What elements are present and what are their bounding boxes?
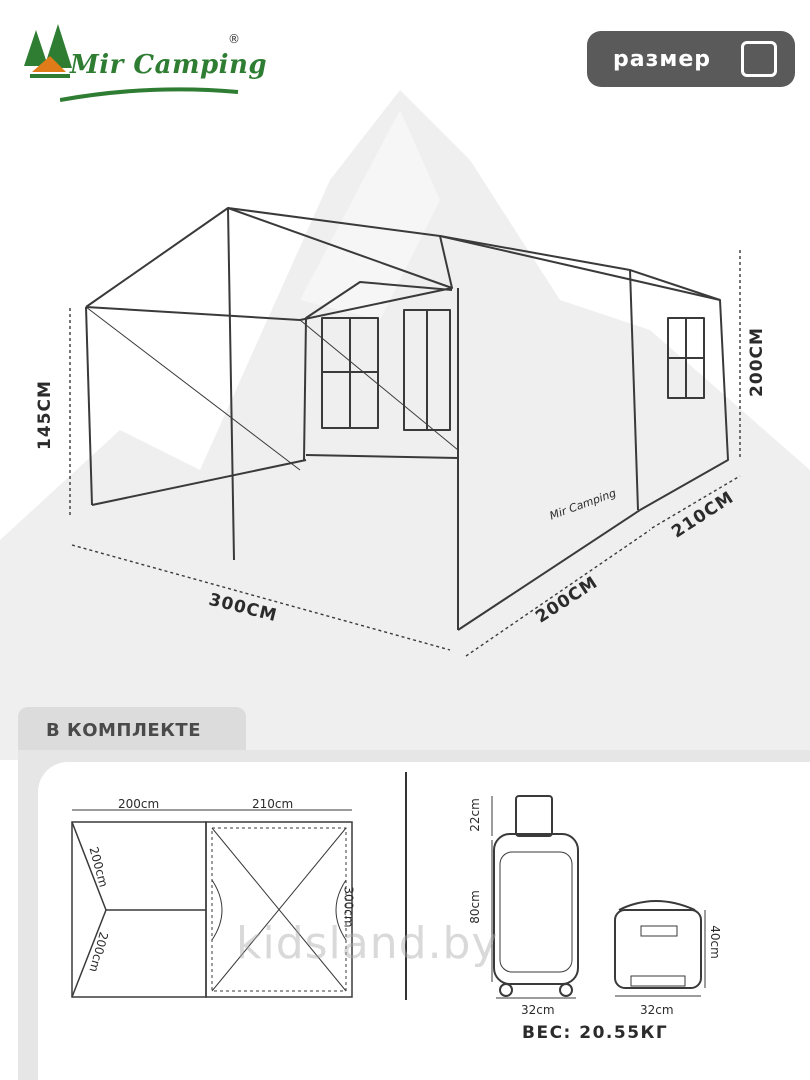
size-button[interactable]: размер [587,31,795,87]
brand-logo: Mir Camping [70,50,268,80]
weight-label: ВЕС: 20.55КГ [522,1023,669,1043]
package-card-inner [38,762,810,1080]
rolling-bag-icon [491,795,579,999]
floor-plan [71,809,353,998]
registered-mark: ® [228,32,240,46]
watermark: kidsland.by [236,918,499,969]
plan-top-right: 210cm [252,797,294,811]
bag-small-height: 40cm [707,925,722,959]
expand-icon [741,41,777,77]
divider [405,772,407,1000]
duffel-bag-icon [614,900,706,997]
logo-trees-icon [24,24,72,78]
dim-height-awning: 145CM [34,380,55,450]
section-title: В КОМПЛЕКТЕ [46,720,202,741]
plan-top-left: 200cm [118,797,160,811]
tent-drawing [69,207,741,657]
bag-large-height-top: 22cm [467,798,482,832]
bag-large-width: 32cm [521,1003,555,1017]
dim-height-main: 200CM [746,327,767,397]
size-button-label: размер [613,46,712,72]
bag-small-width: 32cm [640,1003,674,1017]
logo-swoosh-icon [60,87,239,102]
